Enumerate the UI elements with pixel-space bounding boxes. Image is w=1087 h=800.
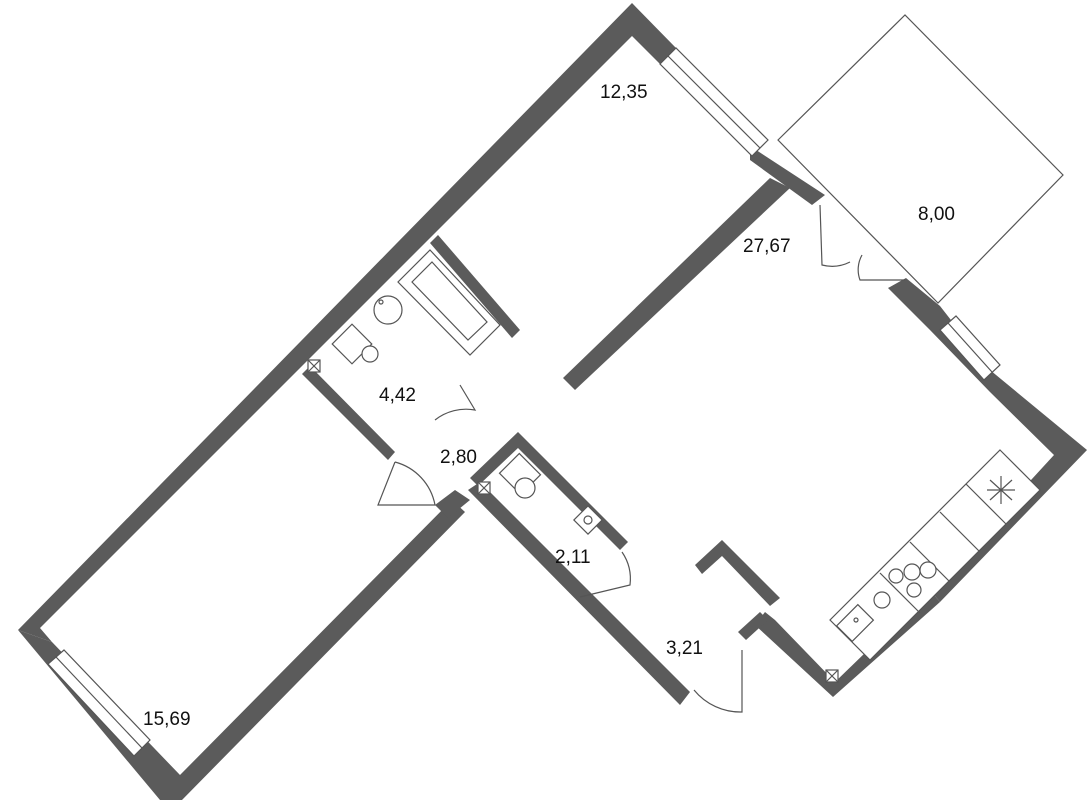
partition-wall-living [563,178,790,390]
toilet-icon [498,452,542,499]
bathroom-door [434,384,477,421]
window-top [659,47,769,157]
area-label-entry-hall: 3,21 [666,638,703,659]
bathtub-icon [397,249,501,356]
kitchen-sink-icon [835,603,875,643]
outer-wall-bottom [18,500,465,800]
shaft-icon-toilet [477,481,491,495]
area-label-bedroom-bottom: 15,69 [143,709,191,730]
window-right [939,315,1001,381]
balcony-outline [777,14,1064,304]
shaft-icon-kitchen [825,669,839,683]
balcony-door [819,204,905,281]
fan-icon [987,476,1015,504]
area-label-hallway: 2,80 [440,447,477,468]
entry-wall-lower [738,612,768,640]
bathroom-sink-icon [373,295,403,325]
bathroom-wall [302,366,395,460]
area-label-balcony: 8,00 [918,204,955,225]
outer-wall-main [18,3,676,642]
area-label-living-kitchen: 27,67 [743,236,791,257]
bathroom-toilet-icon [331,323,379,365]
dishwasher-icon [873,591,891,609]
outer-wall-top-right [750,146,825,205]
toilet-wall [470,432,628,550]
partition-wall-toilet [468,482,690,705]
entry-door [693,650,743,713]
area-label-bedroom-top: 12,35 [600,82,648,103]
area-label-bathroom: 4,42 [379,385,416,406]
bathroom-wall-right [430,235,520,338]
stove-icon [888,561,937,598]
toilet-sink-icon [573,505,603,535]
hall-door [377,461,436,506]
entry-wall [695,540,780,606]
window-bottom [47,649,151,757]
shaft-icon-bathroom [307,359,321,373]
hall-wall [435,490,470,518]
toilet-door [579,551,631,598]
area-label-toilet: 2,11 [555,547,591,568]
